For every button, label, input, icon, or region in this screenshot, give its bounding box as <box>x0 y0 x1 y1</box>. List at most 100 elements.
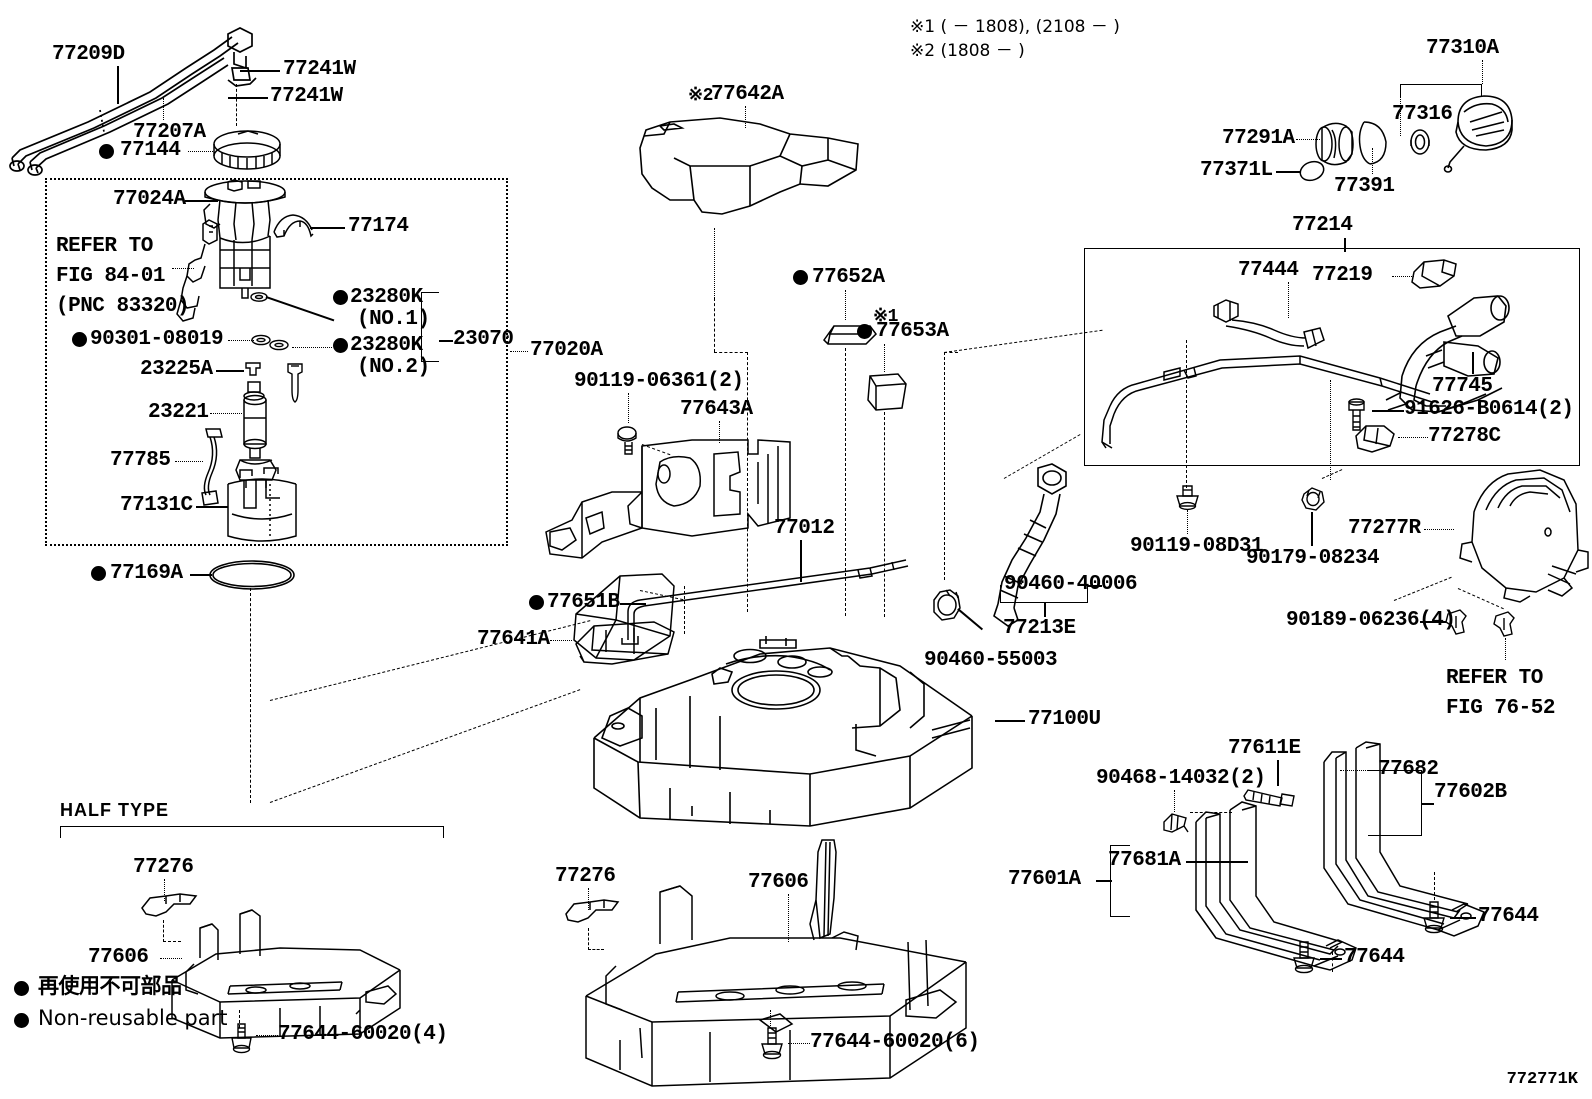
leader-77606-center <box>788 894 789 942</box>
label-77169A: 77169A <box>110 562 183 585</box>
oring-77391-art <box>1356 118 1390 166</box>
leader-91626 <box>1372 410 1404 412</box>
pad-77641A-art <box>570 614 680 670</box>
mount-axis-77276-center <box>588 928 589 950</box>
assembly-axis-77652A <box>845 348 846 616</box>
label-77310A: 77310A <box>1426 37 1499 60</box>
label-90119-08D31: 90119-08D31 <box>1130 535 1264 558</box>
fuel-pump-23221-art <box>226 378 286 498</box>
cushion-90468-14032-art <box>1160 812 1190 836</box>
label-77219: 77219 <box>1312 264 1373 287</box>
bolt-axis-77644-right <box>1332 952 1333 972</box>
leader-77144 <box>188 151 213 152</box>
label-77652A: 77652A <box>812 266 885 289</box>
tank-protector-halftype-art <box>160 898 410 1039</box>
label-77214: 77214 <box>1292 214 1353 237</box>
nonreusable-dot-77169A <box>91 566 106 581</box>
label-23280K-no1: 23280K <box>350 286 423 309</box>
leader-77024A <box>185 200 218 202</box>
tank-protector-77606-art <box>560 880 990 1090</box>
leader-90119-06361 <box>628 393 629 423</box>
leader-77643A <box>719 421 720 443</box>
assembly-axis-77642A <box>714 228 715 298</box>
label-77642A: 77642A <box>711 83 784 106</box>
bracket-77601A <box>1110 845 1130 917</box>
mark-2-77642A: ※2 <box>688 86 713 106</box>
leader-77277R <box>1424 529 1454 530</box>
pad-77653A-art <box>862 370 910 412</box>
leader-77316 <box>1400 96 1401 136</box>
label-77681A: 77681A <box>1108 849 1181 872</box>
clip-90189-06236-art <box>1444 608 1470 636</box>
leader-77785 <box>175 461 203 462</box>
note-mark-1: ※1 ( － 1808), (2108 － ) <box>910 17 1120 37</box>
leader-77276-halftype <box>164 879 165 901</box>
clip-fig76-art <box>1492 610 1518 638</box>
label-77278C: 77278C <box>1428 425 1501 448</box>
assembly-axis-77144 <box>236 84 237 126</box>
tank-cover-77642A-art <box>630 108 870 226</box>
leader-77681A <box>1186 861 1248 863</box>
assembly-axis-77169A <box>250 588 251 803</box>
bolt-77644-left-art <box>1290 940 1318 978</box>
label-77131C: 77131C <box>120 494 193 517</box>
leader-77213E <box>1044 603 1046 617</box>
grommet-77371L-art <box>1298 158 1326 184</box>
leader-23221 <box>210 413 242 414</box>
leader-77291A <box>1296 139 1320 140</box>
label-77644-60020-6: 77644-60020(6) <box>810 1031 980 1054</box>
fuel-pump-module-art <box>190 179 320 300</box>
bracket-77213E <box>1000 585 1088 603</box>
leader-fig76 <box>1505 638 1506 660</box>
assembly-link-77642A <box>714 352 748 353</box>
label-77643A: 77643A <box>680 398 753 421</box>
wire-harness-77785-art <box>196 425 236 506</box>
fuel-tank-77100U-art <box>580 620 1000 830</box>
mount-link-90189 <box>1393 576 1452 601</box>
label-77024A: 77024A <box>113 188 186 211</box>
bracket-23070 <box>421 292 439 362</box>
leader-77214 <box>1344 238 1346 252</box>
bracket-77602B <box>1368 770 1422 836</box>
leader-23225A <box>216 370 244 372</box>
fuel-tube-77209D-art <box>0 10 300 176</box>
note-mark-2: ※2 (1808 － ) <box>910 41 1025 61</box>
bolt-77644-60020-6-art <box>758 1026 786 1064</box>
label-77601A: 77601A <box>1008 868 1081 891</box>
label-77745: 77745 <box>1432 375 1493 398</box>
filler-neck-seal-77291A-art <box>1312 118 1360 168</box>
label-23280K-no1-sub: (NO.1) <box>357 308 430 331</box>
filler-pipe-panel <box>1084 248 1580 466</box>
label-77682: 77682 <box>1378 758 1439 781</box>
leader-77100U <box>995 720 1025 722</box>
leader-90189-06236 <box>1420 621 1446 623</box>
label-77277R: 77277R <box>1348 517 1421 540</box>
mount-line-77276-center <box>588 949 604 950</box>
filler-neck-bracket-art <box>800 838 856 942</box>
nut-90179-08234-art <box>1298 486 1328 514</box>
clamp-23225A-art <box>242 359 264 377</box>
label-77276-halftype: 77276 <box>133 856 194 879</box>
label-77371L: 77371L <box>1200 159 1273 182</box>
bolt-77644-60020-4-art <box>228 1022 254 1058</box>
leader-77371L <box>1276 171 1300 173</box>
oring-90301-art <box>250 333 272 347</box>
pump-assembly-panel <box>45 178 508 546</box>
cap-retainer-77316-art <box>1408 128 1434 156</box>
leader-90460-40006 <box>1088 585 1102 587</box>
label-77644-left: 77644 <box>1344 946 1405 969</box>
leader-77606-halftype <box>160 958 182 959</box>
label-77316: 77316 <box>1392 103 1453 126</box>
leader-77207A <box>163 98 164 120</box>
label-77651B: 77651B <box>547 591 620 614</box>
label-90301-08019: 90301-08019 <box>90 328 224 351</box>
leader-77644-right <box>1450 917 1476 919</box>
label-77241W-upper: 77241W <box>283 58 356 81</box>
figure-code: 772771K <box>1506 1070 1578 1089</box>
nonreusable-dot-77652A <box>793 270 808 285</box>
leader-90301 <box>228 340 254 341</box>
band-bolt-77611E-art <box>1240 784 1300 810</box>
construction-line-center-1 <box>944 352 958 353</box>
label-77653A: 77653A <box>876 320 949 343</box>
construction-line-left-1 <box>269 620 591 701</box>
